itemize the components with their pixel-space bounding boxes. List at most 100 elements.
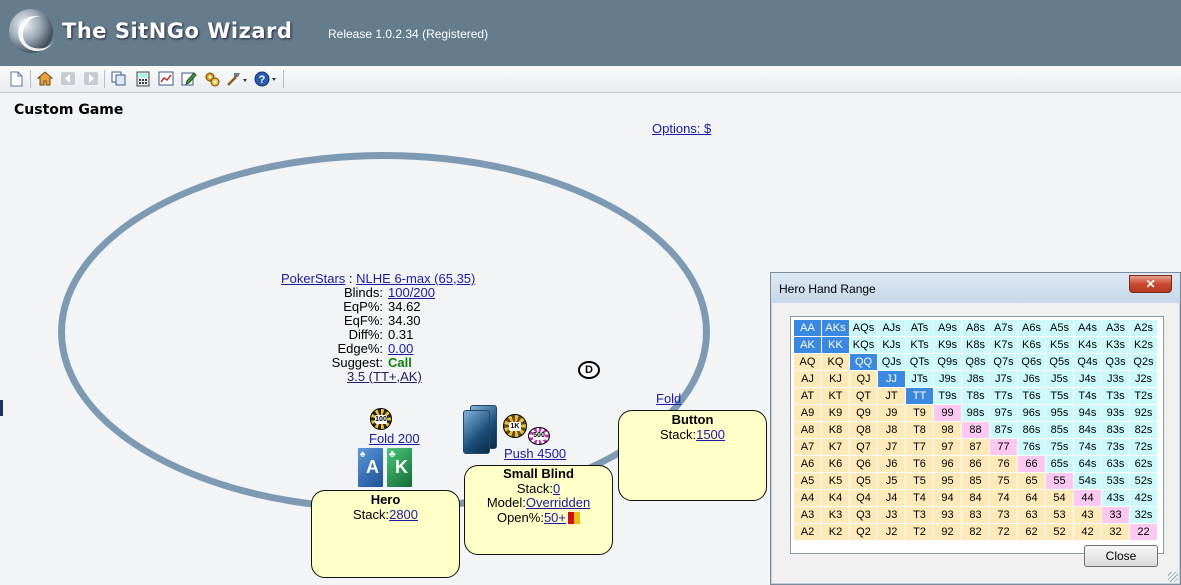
- options-link[interactable]: Options: $: [652, 121, 712, 136]
- range-cell[interactable]: KTs: [905, 336, 934, 354]
- range-cell[interactable]: 43s: [1101, 489, 1130, 507]
- range-cell[interactable]: A4: [793, 489, 822, 507]
- range-cell[interactable]: 53: [1045, 506, 1074, 524]
- range-cell[interactable]: T8: [905, 421, 934, 439]
- range-cell[interactable]: A2s: [1129, 319, 1158, 337]
- range-cell[interactable]: T5: [905, 472, 934, 490]
- range-cell[interactable]: A4s: [1073, 319, 1102, 337]
- range-cell[interactable]: QT: [849, 387, 878, 405]
- range-cell[interactable]: Q6: [849, 455, 878, 473]
- range-cell[interactable]: Q3: [849, 506, 878, 524]
- range-cell[interactable]: T9s: [933, 387, 962, 405]
- range-cell[interactable]: Q9: [849, 404, 878, 422]
- range-cell[interactable]: K5s: [1045, 336, 1074, 354]
- range-cell[interactable]: T4s: [1073, 387, 1102, 405]
- range-cell[interactable]: 92: [933, 523, 962, 541]
- range-cell[interactable]: 94: [933, 489, 962, 507]
- range-cell[interactable]: K6: [821, 455, 850, 473]
- range-cell[interactable]: A5s: [1045, 319, 1074, 337]
- dialog-titlebar[interactable]: Hero Hand Range ✕: [771, 273, 1180, 303]
- range-cell[interactable]: 98s: [961, 404, 990, 422]
- range-cell[interactable]: J7s: [989, 370, 1018, 388]
- range-cell[interactable]: 73s: [1101, 438, 1130, 456]
- range-cell[interactable]: J5: [877, 472, 906, 490]
- hero-action-link[interactable]: Fold 200: [369, 431, 420, 446]
- resize-grip[interactable]: [1168, 572, 1178, 582]
- range-cell[interactable]: 75: [989, 472, 1018, 490]
- range-cell[interactable]: 96: [933, 455, 962, 473]
- range-cell[interactable]: 84s: [1073, 421, 1102, 439]
- range-cell[interactable]: 86s: [1017, 421, 1046, 439]
- range-cell[interactable]: 96s: [1017, 404, 1046, 422]
- dialog-close-button[interactable]: Close: [1084, 545, 1158, 567]
- back-icon[interactable]: [59, 70, 76, 87]
- edge-value[interactable]: 0.00: [388, 341, 414, 356]
- range-cell[interactable]: T5s: [1045, 387, 1074, 405]
- range-cell[interactable]: K4: [821, 489, 850, 507]
- range-cell[interactable]: 77: [989, 438, 1018, 456]
- range-cell[interactable]: 76s: [1017, 438, 1046, 456]
- range-cell[interactable]: JT: [877, 387, 906, 405]
- range-cell[interactable]: K9s: [933, 336, 962, 354]
- range-cell[interactable]: J7: [877, 438, 906, 456]
- range-cell[interactable]: JJ: [877, 370, 906, 388]
- range-cell[interactable]: T3: [905, 506, 934, 524]
- range-cell[interactable]: Q6s: [1017, 353, 1046, 371]
- range-cell[interactable]: K8s: [961, 336, 990, 354]
- range-cell[interactable]: 82s: [1129, 421, 1158, 439]
- range-cell[interactable]: Q7s: [989, 353, 1018, 371]
- range-cell[interactable]: AT: [793, 387, 822, 405]
- range-cell[interactable]: T6: [905, 455, 934, 473]
- range-cell[interactable]: 73: [989, 506, 1018, 524]
- range-cell[interactable]: J3: [877, 506, 906, 524]
- range-cell[interactable]: ATs: [905, 319, 934, 337]
- range-cell[interactable]: J2s: [1129, 370, 1158, 388]
- range-cell[interactable]: AJs: [877, 319, 906, 337]
- range-link[interactable]: 3.5 (TT+,AK): [347, 369, 422, 384]
- range-cell[interactable]: KJs: [877, 336, 906, 354]
- range-cell[interactable]: T4: [905, 489, 934, 507]
- range-cell[interactable]: K3s: [1101, 336, 1130, 354]
- sb-model-value[interactable]: Overridden: [525, 495, 591, 510]
- range-cell[interactable]: Q4s: [1073, 353, 1102, 371]
- range-cell[interactable]: 86: [961, 455, 990, 473]
- range-cell[interactable]: J3s: [1101, 370, 1130, 388]
- range-cell[interactable]: AQs: [849, 319, 878, 337]
- range-cell[interactable]: 87: [961, 438, 990, 456]
- copy-icon[interactable]: [110, 70, 127, 87]
- range-cell[interactable]: Q8: [849, 421, 878, 439]
- edit-icon[interactable]: [180, 70, 197, 87]
- range-cell[interactable]: AA: [793, 319, 822, 337]
- range-cell[interactable]: 66: [1017, 455, 1046, 473]
- range-cell[interactable]: 22: [1129, 523, 1158, 541]
- range-cell[interactable]: T9: [905, 404, 934, 422]
- range-cell[interactable]: A8: [793, 421, 822, 439]
- calculator-icon[interactable]: [134, 70, 151, 87]
- sb-action-link[interactable]: Push 4500: [504, 446, 567, 461]
- range-cell[interactable]: 42s: [1129, 489, 1158, 507]
- range-cell[interactable]: Q2s: [1129, 353, 1158, 371]
- range-cell[interactable]: Q8s: [961, 353, 990, 371]
- range-cell[interactable]: 97: [933, 438, 962, 456]
- forward-icon[interactable]: [82, 70, 99, 87]
- range-cell[interactable]: K2: [821, 523, 850, 541]
- range-cell[interactable]: KK: [821, 336, 850, 354]
- range-cell[interactable]: AK: [793, 336, 822, 354]
- seat-hero[interactable]: Hero Stack:2800: [311, 490, 460, 578]
- range-cell[interactable]: 62s: [1129, 455, 1158, 473]
- range-cell[interactable]: 95s: [1045, 404, 1074, 422]
- range-cell[interactable]: K5: [821, 472, 850, 490]
- range-cell[interactable]: J5s: [1045, 370, 1074, 388]
- range-cell[interactable]: A9: [793, 404, 822, 422]
- range-cell[interactable]: KQ: [821, 353, 850, 371]
- range-cell[interactable]: A6: [793, 455, 822, 473]
- range-cell[interactable]: T7: [905, 438, 934, 456]
- range-cell[interactable]: 74s: [1073, 438, 1102, 456]
- range-cell[interactable]: QJs: [877, 353, 906, 371]
- range-cell[interactable]: J9s: [933, 370, 962, 388]
- range-cell[interactable]: Q2: [849, 523, 878, 541]
- range-cell[interactable]: A3s: [1101, 319, 1130, 337]
- range-cell[interactable]: A9s: [933, 319, 962, 337]
- range-cell[interactable]: 74: [989, 489, 1018, 507]
- range-cell[interactable]: AKs: [821, 319, 850, 337]
